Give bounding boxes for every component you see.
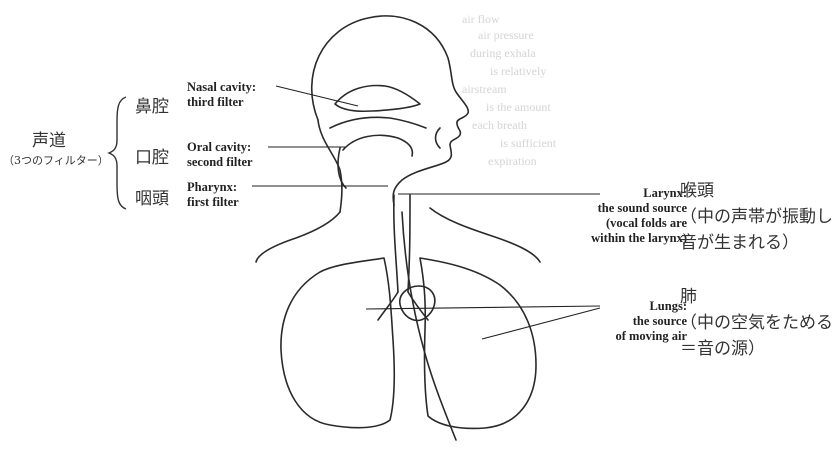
lungs-ja-label: 肺 （中の空気をためる ＝音の源）: [680, 284, 833, 362]
bronchi: [378, 292, 428, 320]
oral-cavity-label: Oral cavity: second filter: [187, 140, 253, 170]
tongue: [343, 135, 412, 156]
larynx-label-line4: within the larynx): [591, 231, 687, 246]
nasal-cavity-label: Nasal cavity: third filter: [187, 80, 256, 110]
lungs-label-line1: Lungs:: [615, 299, 687, 314]
larynx-label-line1: Larynx:: [591, 186, 687, 201]
right-lung: [420, 258, 536, 428]
faded-text-line: is relatively: [490, 64, 546, 79]
left-lung: [281, 258, 394, 428]
larynx-label: Larynx: the sound source (vocal folds ar…: [591, 186, 687, 246]
pharynx-label-line1: Pharynx:: [187, 180, 239, 195]
faded-text-line: each breath: [472, 118, 527, 133]
pharynx-label: Pharynx: first filter: [187, 180, 239, 210]
nasal-leader: [276, 86, 358, 106]
lungs-ja-line3: ＝音の源）: [680, 336, 833, 362]
pharynx-ja-label: 咽頭: [135, 184, 169, 209]
faded-text-line: is the amount: [486, 100, 551, 115]
faded-text-line: air flow: [462, 12, 500, 27]
lungs-ja-line1: 肺: [680, 284, 833, 310]
left-shoulder: [256, 212, 340, 262]
oral-cavity-label-line1: Oral cavity:: [187, 140, 253, 155]
larynx-label-line3: (vocal folds are: [591, 216, 687, 231]
larynx-ja-label: 喉頭 （中の声帯が振動し 音が生まれる）: [680, 178, 833, 256]
lungs-label-line2: the source: [615, 314, 687, 329]
heart-outline: [400, 286, 435, 320]
pharynx-label-line2: first filter: [187, 195, 239, 210]
larynx-label-line2: the sound source: [591, 201, 687, 216]
oral-cavity-ja-label: 口腔: [135, 143, 169, 168]
larynx-ja-line2: （中の声帯が振動し: [680, 204, 833, 230]
faded-text-line: airstream: [462, 82, 507, 97]
faded-text-line: during exhala: [470, 46, 536, 61]
larynx-ja-line1: 喉頭: [680, 178, 833, 204]
larynx-ja-line3: 音が生まれる）: [680, 230, 833, 256]
lungs-label-line3: of moving air: [615, 329, 687, 344]
vocal-tract-brace: [109, 97, 126, 209]
nasal-cavity-label-line1: Nasal cavity:: [187, 80, 256, 95]
vocal-tract-subtitle: （3つのフィルター）: [3, 152, 109, 168]
nasal-cavity-ja-label: 鼻腔: [135, 92, 169, 117]
lips: [436, 128, 441, 148]
nasal-cavity-outline: [335, 86, 420, 112]
trachea-left: [394, 195, 398, 292]
faded-text-line: is sufficient: [500, 136, 556, 151]
right-shoulder: [430, 208, 540, 262]
lungs-label: Lungs: the source of moving air: [615, 299, 687, 344]
nasal-cavity-label-line2: third filter: [187, 95, 256, 110]
oral-cavity-roof: [330, 117, 426, 128]
faded-text-line: air pressure: [478, 28, 534, 43]
faded-text-line: expiration: [488, 154, 537, 169]
lungs-leader-right: [482, 308, 600, 339]
vocal-tract-title: 声道: [32, 126, 66, 151]
lungs-ja-line2: （中の空気をためる: [680, 310, 833, 336]
oral-cavity-label-line2: second filter: [187, 155, 253, 170]
